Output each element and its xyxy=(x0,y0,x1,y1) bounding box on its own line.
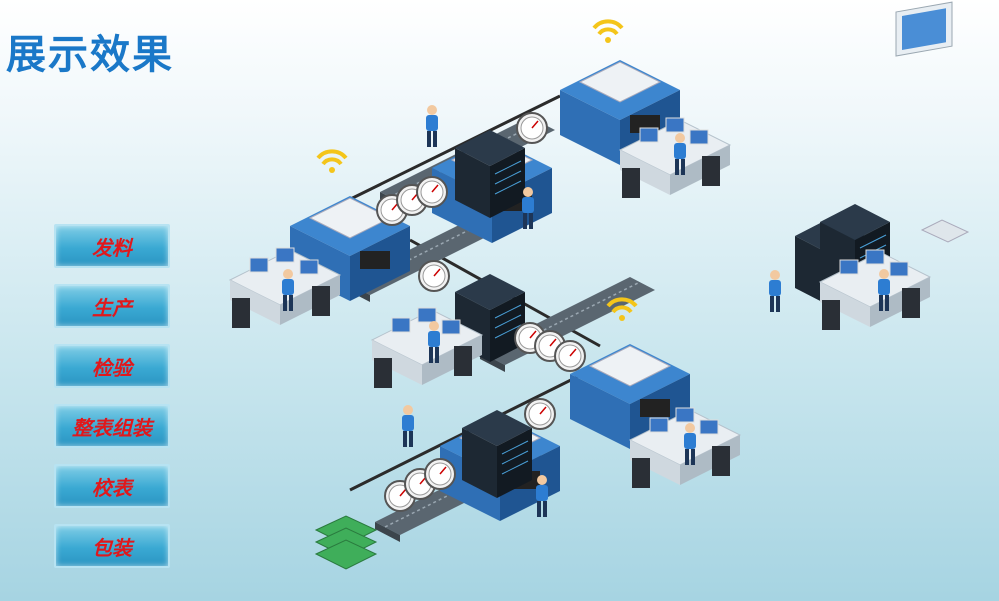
server-rack xyxy=(461,409,533,499)
worker-figure xyxy=(426,105,438,147)
server-rack xyxy=(454,129,526,219)
process-menu: 发料 生产 检验 整表组装 校表 包装 xyxy=(54,224,172,584)
menu-button-inspection[interactable]: 检验 xyxy=(54,344,170,388)
worker-figure xyxy=(536,475,548,517)
worker-figure xyxy=(769,270,781,312)
pcb-stack xyxy=(314,515,378,570)
menu-button-issue-materials[interactable]: 发料 xyxy=(54,224,170,268)
menu-button-production[interactable]: 生产 xyxy=(54,284,170,328)
wifi-icon xyxy=(592,19,624,45)
wifi-icon xyxy=(316,149,348,175)
menu-button-label: 校表 xyxy=(92,475,132,500)
menu-button-label: 生产 xyxy=(92,295,132,320)
page-title: 展示效果 xyxy=(6,32,174,78)
worker-figure xyxy=(402,405,414,447)
menu-button-calibration[interactable]: 校表 xyxy=(54,464,170,508)
monitor-icon xyxy=(895,1,970,243)
menu-button-label: 包装 xyxy=(92,535,132,560)
menu-button-label: 检验 xyxy=(92,355,132,380)
menu-button-meter-assembly[interactable]: 整表组装 xyxy=(54,404,170,448)
menu-button-label: 整表组装 xyxy=(72,415,152,440)
menu-button-packaging[interactable]: 包装 xyxy=(54,524,170,568)
menu-button-label: 发料 xyxy=(92,235,132,260)
